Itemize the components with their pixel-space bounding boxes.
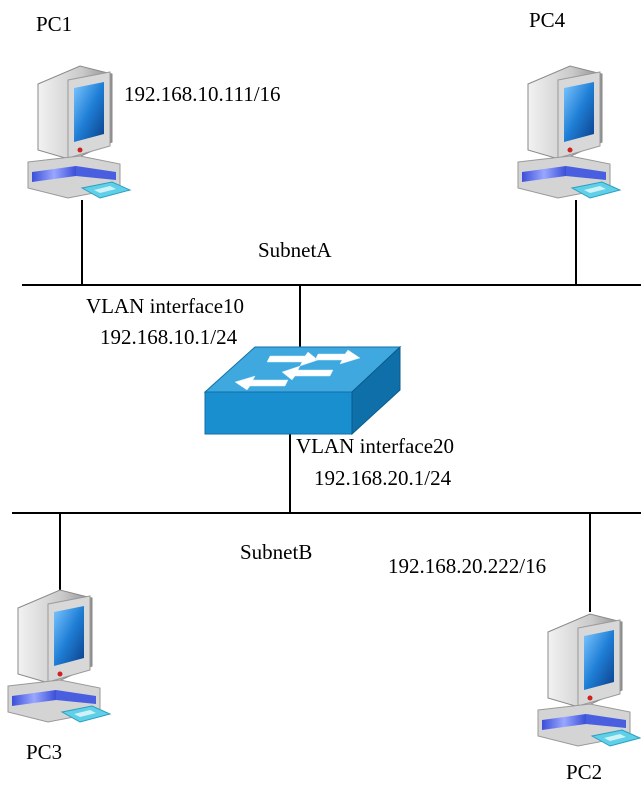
vlan-interface20-label: VLAN interface20 [296,434,455,458]
pc2-computer-icon [537,613,641,747]
pc2-ip-label: 192.168.20.222/16 [388,554,547,578]
switch-icon [203,345,402,436]
subnet-a-label: SubnetA [258,238,332,262]
pc2-label: PC2 [566,760,603,784]
pc3-computer-icon [7,589,111,723]
pc1-label: PC1 [36,12,73,36]
pc1-computer-icon [27,65,131,199]
pc4-label: PC4 [529,8,566,32]
subnet-b-label: SubnetB [240,540,313,564]
vlan-interface10-ip-label: 192.168.10.1/24 [100,325,238,349]
pc1-ip-label: 192.168.10.111/16 [124,82,281,106]
pc3-label: PC3 [26,740,63,764]
vlan-interface20-ip-label: 192.168.20.1/24 [314,466,452,490]
vlan-interface10-label: VLAN interface10 [86,294,245,318]
pc4-computer-icon [517,65,621,199]
